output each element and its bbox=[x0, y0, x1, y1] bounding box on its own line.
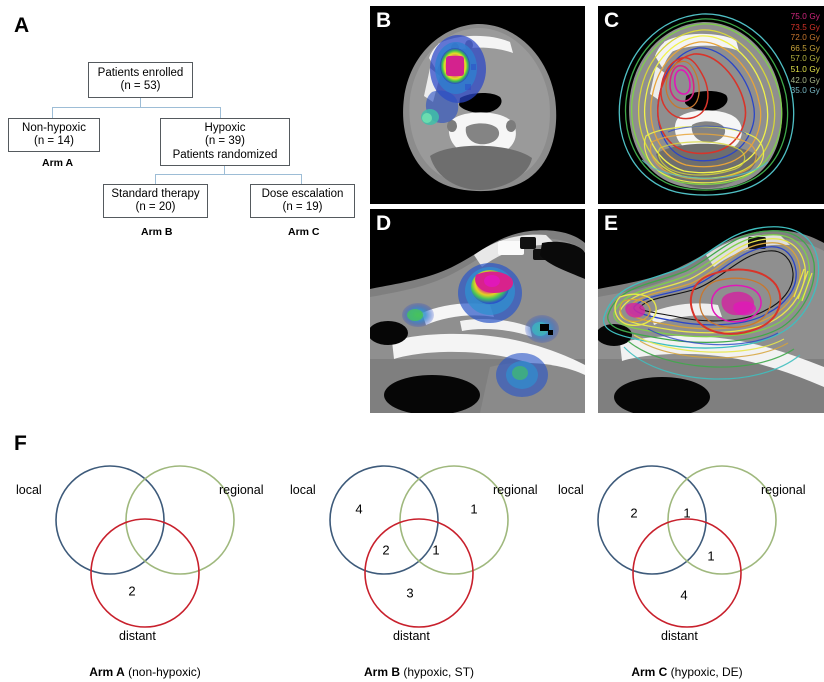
flowbox-standard-therapy: Standard therapy (n = 20) bbox=[103, 184, 208, 218]
dose-plan-axial-image bbox=[598, 6, 824, 204]
venn-circles-b bbox=[329, 465, 509, 628]
venn-count-regional-distant: 1 bbox=[707, 548, 715, 564]
venn-label-local: local bbox=[558, 483, 584, 497]
connector-to-standard bbox=[155, 174, 157, 184]
venn-caption-arm: Arm B bbox=[363, 665, 400, 679]
panel-letter-f: F bbox=[14, 432, 27, 455]
venn-label-local: local bbox=[290, 483, 316, 497]
panel-letter-d: D bbox=[376, 212, 392, 235]
venn-label-distant: distant bbox=[119, 629, 156, 643]
dose-legend: 75.0 Gy 73.5 Gy 72.0 Gy 66.5 Gy 57.0 Gy … bbox=[791, 12, 820, 97]
dose-plan-sagittal-image bbox=[598, 209, 824, 413]
venn-label-local: local bbox=[16, 483, 42, 497]
venn-circle-distant bbox=[364, 518, 474, 628]
dose-legend-item: 35.0 Gy bbox=[790, 86, 820, 96]
flowbox-non-hypoxic: Non-hypoxic (n = 14) bbox=[8, 118, 100, 152]
venn-count-regional-distant: 1 bbox=[432, 542, 440, 558]
venn-label-distant: distant bbox=[661, 629, 698, 643]
panel-a-flowchart: A Patients enrolled (n = 53) Non-hypoxic… bbox=[0, 0, 368, 250]
panel-letter-a: A bbox=[14, 14, 30, 37]
flowbox-line2: (n = 39) bbox=[205, 135, 245, 148]
dose-legend-item: 72.0 Gy bbox=[790, 33, 820, 43]
venn-count-local-only: 2 bbox=[630, 505, 638, 521]
panel-letter-b: B bbox=[376, 9, 392, 32]
flowbox-line1: Patients enrolled bbox=[97, 66, 184, 79]
venn-circle-distant bbox=[632, 518, 742, 628]
panel-d-petct-sagittal: D bbox=[370, 209, 585, 413]
venn-caption-suffix: (non-hypoxic) bbox=[124, 665, 201, 679]
venn-count-distant-only: 2 bbox=[128, 583, 136, 599]
panel-b-petct-axial: B bbox=[370, 6, 585, 204]
venn-caption-arm: Arm C bbox=[631, 665, 668, 679]
venn-count-distant-only: 4 bbox=[680, 587, 688, 603]
venn-count-regional-only: 1 bbox=[470, 501, 478, 517]
dose-legend-item: 75.0 Gy bbox=[790, 12, 820, 21]
venn-label-regional: regional bbox=[493, 483, 538, 497]
dose-legend-item: 51.0 Gy bbox=[790, 64, 820, 74]
venn-caption-b: Arm B (hypoxic, ST) bbox=[288, 665, 550, 679]
venn-count-local-regional: 1 bbox=[683, 505, 691, 521]
venn-arm-a: local regional distant 2 Arm A (non-hypo… bbox=[14, 443, 276, 679]
panel-e-dose-sagittal: E bbox=[598, 209, 824, 413]
venn-count-distant-only: 3 bbox=[406, 585, 414, 601]
venn-caption-suffix: (hypoxic, DE) bbox=[667, 665, 743, 679]
venn-arm-c: local regional distant 2 1 1 4 Arm C (hy… bbox=[556, 443, 818, 679]
flowbox-line2: (n = 53) bbox=[120, 80, 161, 92]
panel-letter-e: E bbox=[604, 212, 619, 235]
venn-caption-a: Arm A (non-hypoxic) bbox=[14, 665, 276, 679]
venn-circle-regional bbox=[125, 465, 235, 575]
connector-to-escalation bbox=[301, 174, 303, 184]
venn-label-regional: regional bbox=[219, 483, 264, 497]
flowbox-line2: (n = 14) bbox=[34, 135, 74, 147]
venn-caption-c: Arm C (hypoxic, DE) bbox=[556, 665, 818, 679]
arm-label-a: Arm A bbox=[42, 157, 74, 169]
venn-count-local-distant: 2 bbox=[382, 542, 390, 558]
venn-circle-regional bbox=[399, 465, 509, 575]
connector-to-hypoxic bbox=[220, 107, 222, 118]
dose-legend-item: 73.5 Gy bbox=[790, 22, 820, 32]
venn-label-regional: regional bbox=[761, 483, 806, 497]
panel-c-dose-axial: C 75.0 Gy 73.5 Gy 72.0 Gy 66.5 Gy 57.0 G… bbox=[598, 6, 824, 204]
flowbox-line3: Patients randomized bbox=[172, 148, 278, 161]
venn-caption-suffix: (hypoxic, ST) bbox=[400, 665, 475, 679]
flowbox-line1: Standard therapy bbox=[111, 187, 200, 200]
dose-legend-item: 57.0 Gy bbox=[790, 54, 820, 64]
dose-legend-item: 66.5 Gy bbox=[790, 43, 820, 53]
flowbox-dose-escalation: Dose escalation (n = 19) bbox=[250, 184, 355, 218]
arm-label-c: Arm C bbox=[288, 226, 320, 238]
venn-circle-regional bbox=[667, 465, 777, 575]
petct-axial-image bbox=[370, 6, 585, 204]
flowbox-line1: Non-hypoxic bbox=[22, 121, 86, 134]
dose-legend-item: 42.0 Gy bbox=[790, 75, 820, 85]
panel-f-venn-diagrams: F local regional distant 2 Arm A (non-hy… bbox=[0, 425, 824, 682]
connector-to-nonhypoxic bbox=[52, 107, 54, 118]
venn-arm-b: local regional distant 4 1 2 1 3 Arm B (… bbox=[288, 443, 550, 679]
venn-circles-c bbox=[597, 465, 777, 628]
venn-count-local-only: 4 bbox=[355, 501, 363, 517]
venn-circle-distant bbox=[90, 518, 200, 628]
flowbox-patients-enrolled: Patients enrolled (n = 53) bbox=[88, 62, 193, 98]
venn-circles-a bbox=[55, 465, 235, 628]
connector-enrolled-bar bbox=[52, 107, 221, 109]
flowbox-line2: (n = 19) bbox=[282, 201, 323, 213]
arm-label-b: Arm B bbox=[141, 226, 173, 238]
venn-caption-arm: Arm A bbox=[89, 665, 125, 679]
panel-letter-c: C bbox=[604, 9, 620, 32]
venn-circle-local bbox=[55, 465, 165, 575]
connector-hypoxic-bar bbox=[155, 174, 302, 176]
flowbox-line1: Hypoxic bbox=[204, 121, 246, 134]
connector-hypoxic-stem bbox=[224, 166, 226, 175]
flowbox-line1: Dose escalation bbox=[261, 187, 344, 200]
petct-sagittal-image bbox=[370, 209, 585, 413]
venn-circle-local bbox=[597, 465, 707, 575]
connector-enrolled-stem bbox=[140, 98, 142, 108]
venn-label-distant: distant bbox=[393, 629, 430, 643]
flowbox-hypoxic: Hypoxic (n = 39) Patients randomized bbox=[160, 118, 290, 166]
flowbox-line2: (n = 20) bbox=[135, 201, 176, 213]
venn-circle-local bbox=[329, 465, 439, 575]
